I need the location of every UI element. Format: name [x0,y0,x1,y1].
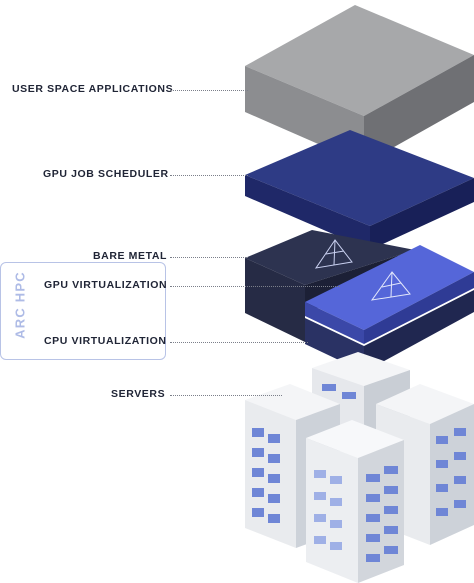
leader-line-gpu-job-scheduler [170,175,248,176]
leader-line-servers [170,395,282,396]
arc-logo-icon-secondary [370,271,411,301]
label-gpu-job-scheduler: GPU JOB SCHEDULER [43,168,169,180]
arc-logo-icon [314,239,353,269]
leader-line-user-space [170,90,248,91]
leader-line-cpu-virtualization [170,342,308,343]
gpu-job-scheduler-slab [245,130,474,250]
label-gpu-virtualization: GPU VIRTUALIZATION [44,279,168,291]
server-front [306,420,404,583]
label-bare-metal: BARE METAL [93,250,168,262]
label-cpu-virtualization: CPU VIRTUALIZATION [44,335,167,347]
arc-hpc-label: ARC HPC [12,271,28,339]
label-user-space-applications: USER SPACE APPLICATIONS [12,83,174,95]
servers-cluster [245,352,474,583]
arc-hpc-bracket [0,262,166,360]
leader-line-gpu-virtualization [170,286,340,287]
label-servers: SERVERS [111,388,166,400]
leader-line-bare-metal [170,257,248,258]
